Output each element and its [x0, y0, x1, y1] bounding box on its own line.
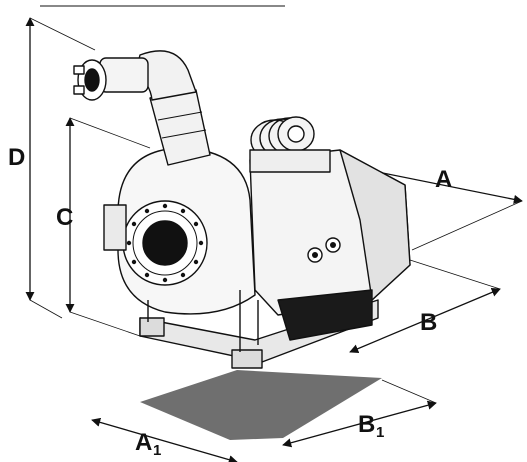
flange-bolts: [126, 203, 204, 283]
dimension-b-line: [349, 287, 501, 354]
control-bracket: [103, 204, 127, 251]
blower-block: [277, 289, 373, 341]
coil-mount: [249, 149, 331, 173]
valve-body: [99, 57, 149, 93]
dimension-d-ext-top: [29, 17, 96, 51]
rear-housing-side: [339, 149, 411, 301]
label-b1-subscript: 1: [376, 424, 384, 441]
base-foot-front: [231, 349, 263, 369]
label-a: A: [435, 166, 452, 193]
dimension-a1-line: [91, 417, 238, 462]
base-foot-left: [139, 317, 165, 337]
label-b1: B: [358, 411, 375, 438]
label-a1: A: [135, 429, 152, 456]
dimension-a-ext: [411, 200, 523, 251]
burner-throat: [142, 220, 188, 266]
dimension-b-ext: [409, 259, 501, 290]
label-c: C: [56, 204, 73, 231]
dimension-b1-ext: [381, 379, 437, 404]
dimension-b1-line: [282, 400, 437, 448]
label-d: D: [8, 144, 25, 171]
footprint-shadow: [140, 370, 382, 440]
dimension-c-ext-top: [69, 117, 151, 149]
dimension-c-ext-bottom: [69, 311, 141, 337]
label-a1-subscript: 1: [153, 442, 161, 459]
burner-illustration: [73, 50, 411, 369]
label-b: B: [420, 309, 437, 336]
dimension-d-ext-bottom: [29, 299, 63, 319]
